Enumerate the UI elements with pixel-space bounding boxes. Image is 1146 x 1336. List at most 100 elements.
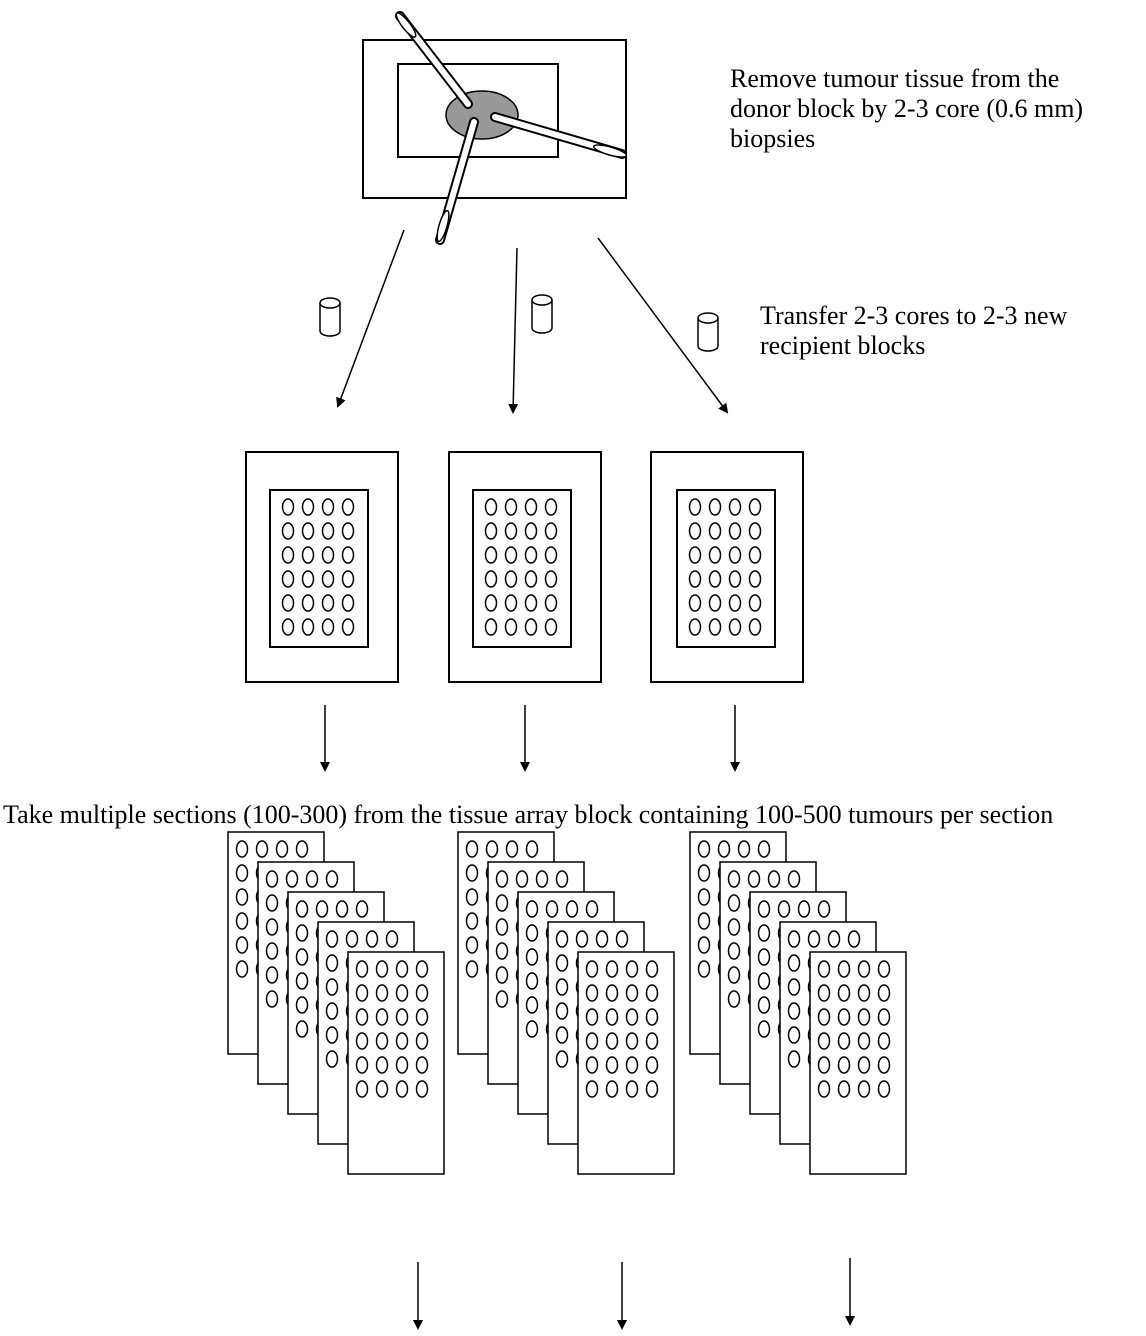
tissue-core	[688, 570, 702, 588]
tissue-core	[525, 996, 539, 1014]
tissue-core	[301, 546, 315, 564]
tissue-core	[355, 1080, 369, 1098]
tissue-core	[585, 1032, 599, 1050]
tissue-core	[325, 870, 339, 888]
tissue-core	[484, 618, 498, 636]
tissue-core	[535, 870, 549, 888]
recipient-blocks	[245, 451, 804, 683]
tissue-core	[345, 930, 359, 948]
tissue-core	[645, 1056, 659, 1074]
tissue-core	[525, 972, 539, 990]
tissue-core	[495, 894, 509, 912]
tissue-core	[717, 840, 731, 858]
tissue-core	[877, 1080, 891, 1098]
tissue-core	[727, 990, 741, 1008]
tissue-core	[787, 930, 801, 948]
tissue-core	[325, 978, 339, 996]
tissue-core	[465, 936, 479, 954]
tissue-core	[484, 594, 498, 612]
tissue-core	[767, 870, 781, 888]
tissue-core	[325, 954, 339, 972]
tissue-core	[524, 618, 538, 636]
tissue-core	[645, 1032, 659, 1050]
tissue-core	[465, 888, 479, 906]
tissue-core	[625, 1056, 639, 1074]
tissue-core	[484, 546, 498, 564]
tissue-core	[605, 984, 619, 1002]
tissue-core	[301, 618, 315, 636]
tissue-core	[787, 978, 801, 996]
tissue-core	[708, 570, 722, 588]
tissue-core	[544, 570, 558, 588]
tissue-core	[395, 1008, 409, 1026]
tissue-core	[688, 522, 702, 540]
tissue-core	[355, 900, 369, 918]
tissue-core	[235, 840, 249, 858]
tissue-core	[585, 1056, 599, 1074]
tissue-core	[281, 546, 295, 564]
tissue-core	[395, 1056, 409, 1074]
tissue-core	[295, 972, 309, 990]
tissue-core	[341, 618, 355, 636]
tissue-core	[395, 1032, 409, 1050]
tissue-core	[524, 522, 538, 540]
tissue-core	[281, 594, 295, 612]
tissue-core	[524, 498, 538, 516]
tissue-core	[375, 1056, 389, 1074]
tissue-core	[504, 498, 518, 516]
tissue-section	[809, 951, 907, 1175]
tissue-core	[235, 888, 249, 906]
tissue-core	[485, 840, 499, 858]
tissue-core	[355, 1056, 369, 1074]
tissue-core	[797, 900, 811, 918]
tissue-core	[688, 546, 702, 564]
tissue-core	[728, 594, 742, 612]
tissue-core	[857, 960, 871, 978]
tissue-core	[748, 498, 762, 516]
tissue-core	[415, 984, 429, 1002]
tissue-core	[817, 984, 831, 1002]
tissue-core	[645, 960, 659, 978]
tissue-core	[265, 870, 279, 888]
tissue-core	[355, 960, 369, 978]
section-stack-1	[227, 831, 445, 1175]
tissue-core	[728, 618, 742, 636]
tissue-core	[837, 984, 851, 1002]
recipient-block-1	[245, 451, 399, 683]
tissue-core	[837, 1056, 851, 1074]
tissue-core	[555, 978, 569, 996]
tissue-core	[857, 1032, 871, 1050]
tissue-core	[544, 546, 558, 564]
tissue-core	[585, 900, 599, 918]
donor-block	[362, 39, 627, 199]
tissue-core	[504, 522, 518, 540]
section-stack-3	[689, 831, 907, 1175]
tissue-core	[335, 900, 349, 918]
tissue-core	[315, 900, 329, 918]
tissue-core	[697, 936, 711, 954]
tissue-core	[375, 1008, 389, 1026]
arrow-to-recipient-1	[336, 229, 405, 408]
tissue-core	[688, 618, 702, 636]
tissue-core	[524, 546, 538, 564]
tissue-core	[697, 912, 711, 930]
recipient-block-2	[448, 451, 602, 683]
tissue-core	[321, 546, 335, 564]
tissue-core	[645, 1008, 659, 1026]
tissue-core	[375, 960, 389, 978]
tissue-core	[325, 1002, 339, 1020]
tissue-core	[524, 594, 538, 612]
tissue-core	[565, 900, 579, 918]
tissue-core	[857, 1008, 871, 1026]
tissue-core	[495, 990, 509, 1008]
tissue-core	[555, 1002, 569, 1020]
tissue-core	[544, 522, 558, 540]
tissue-core	[341, 594, 355, 612]
tissue-core	[625, 1008, 639, 1026]
tissue-core	[265, 942, 279, 960]
tissue-core	[325, 930, 339, 948]
tissue-core	[807, 930, 821, 948]
tissue-core	[341, 570, 355, 588]
tissue-core	[605, 1032, 619, 1050]
tissue-core	[728, 546, 742, 564]
